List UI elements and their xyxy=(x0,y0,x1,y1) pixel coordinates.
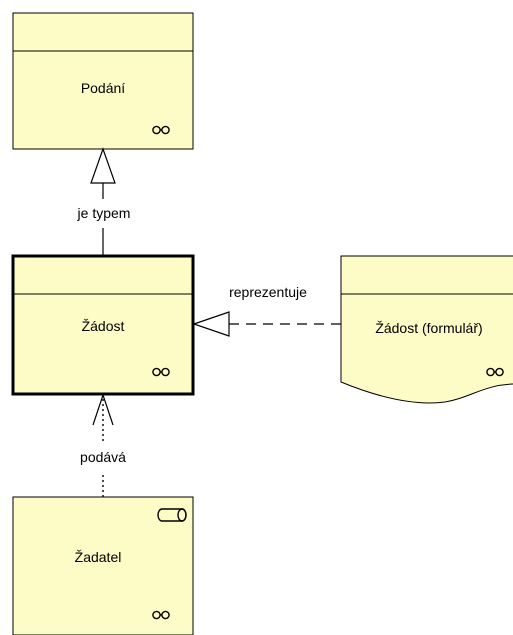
relation-je-typem-label: je typem xyxy=(77,205,131,221)
element-podani-label: Podání xyxy=(81,80,125,96)
relation-podava-label: podává xyxy=(80,449,126,465)
element-podani[interactable]: Podání xyxy=(12,12,194,150)
business-object-icon xyxy=(152,610,170,620)
element-formular-label: Žádost (formulář) xyxy=(375,320,482,336)
relation-reprezentuje-label: reprezentuje xyxy=(229,284,307,300)
business-object-icon xyxy=(486,367,504,377)
business-role-icon xyxy=(157,508,187,522)
element-zadatel-label: Žadatel xyxy=(75,549,122,565)
hollow-triangle-arrowhead-icon xyxy=(192,311,230,337)
element-zadost-label: Žádost xyxy=(82,318,125,334)
relation-podava[interactable]: podává xyxy=(80,393,126,497)
relation-reprezentuje[interactable]: reprezentuje xyxy=(192,284,341,337)
hollow-triangle-arrowhead-icon xyxy=(90,147,116,184)
relation-je-typem[interactable]: je typem xyxy=(77,147,131,256)
business-object-icon xyxy=(152,367,170,377)
element-zadost[interactable]: Žádost xyxy=(11,254,195,396)
element-formular[interactable]: Žádost (formulář) xyxy=(340,255,513,404)
business-object-icon xyxy=(152,125,170,135)
element-zadatel[interactable]: Žadatel xyxy=(12,496,194,635)
open-arrowhead-icon xyxy=(92,393,114,426)
